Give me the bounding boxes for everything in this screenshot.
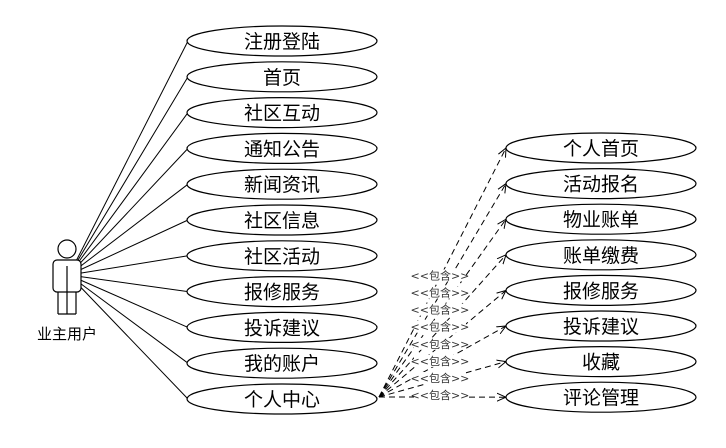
use-case-label: 注册登陆: [244, 31, 320, 53]
association-line: [69, 41, 188, 275]
actor-label: 业主用户: [37, 325, 97, 343]
include-stereotype-label: <<包含>>: [411, 388, 470, 402]
use-case-label: 投诉建议: [244, 317, 320, 339]
use-case-label: 投诉建议: [563, 316, 639, 338]
use-case-label: 通知公告: [244, 138, 320, 160]
association-line: [69, 77, 188, 275]
use-case-label: 收藏: [582, 352, 620, 374]
include-stereotype-label: <<包含>>: [411, 337, 470, 351]
association-lines: [69, 41, 188, 399]
include-stereotype-label: <<包含>>: [411, 354, 470, 368]
use-case-label: 社区活动: [244, 246, 320, 268]
use-case-label: 报修服务: [563, 280, 639, 302]
actor-head: [58, 240, 76, 258]
use-case-label: 首页: [263, 67, 301, 89]
association-line: [69, 148, 188, 275]
use-case-label: 社区信息: [244, 210, 320, 232]
use-case-label: 个人首页: [563, 138, 639, 160]
use-case-label: 社区互动: [244, 103, 320, 125]
use-case-label: 报修服务: [244, 282, 320, 304]
use-case-label: 账单缴费: [563, 245, 639, 267]
use-case-label: 物业账单: [563, 209, 639, 231]
include-labels: <<包含>> <<包含>> <<包含>> <<包含>> <<包含>> <<包含>> <<包含…: [411, 268, 470, 402]
left-use-cases: 注册登陆首页社区互动通知公告新闻资讯社区信息社区活动报修服务投诉建议我的账户个人…: [187, 26, 377, 414]
use-case-label: 活动报名: [563, 174, 639, 196]
include-stereotype-label: <<包含>>: [411, 268, 470, 282]
use-case-label: 我的账户: [244, 353, 320, 375]
association-line: [69, 184, 188, 275]
association-line: [69, 113, 188, 275]
use-case-label: 新闻资讯: [244, 174, 320, 196]
association-line: [69, 220, 188, 275]
include-stereotype-label: <<包含>>: [411, 286, 470, 300]
include-stereotype-label: <<包含>>: [411, 371, 470, 385]
actor-figure: [53, 240, 81, 314]
include-stereotype-label: <<包含>>: [411, 320, 470, 334]
include-stereotype-label: <<包含>>: [411, 303, 470, 317]
use-case-label: 个人中心: [244, 389, 320, 411]
association-line: [69, 256, 188, 275]
use-case-label: 评论管理: [563, 387, 639, 409]
